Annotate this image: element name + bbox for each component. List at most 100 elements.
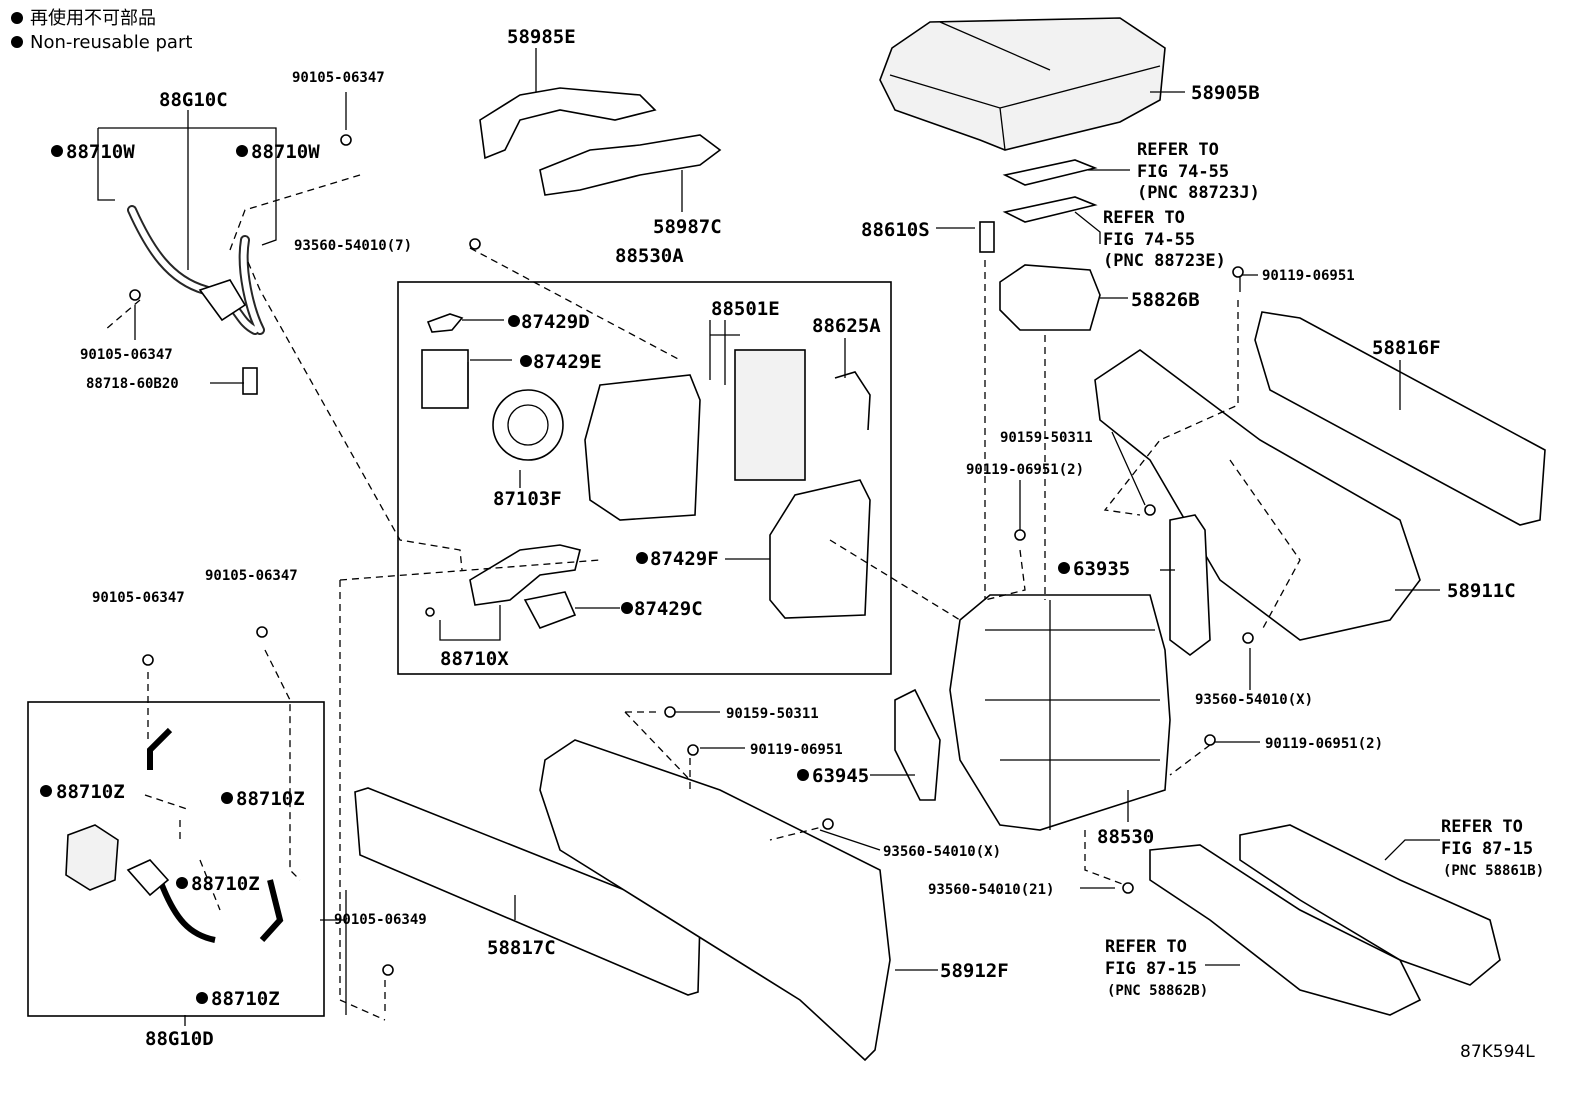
- callout-88710x[interactable]: 88710X: [440, 648, 509, 670]
- callout-90119-06951-m[interactable]: 90119-06951: [750, 742, 843, 758]
- evaporator-88501e-drawing: [734, 349, 806, 481]
- callout-87429c[interactable]: 87429C: [634, 598, 703, 620]
- callout-90105-06347-left[interactable]: 90105-06347: [80, 347, 173, 363]
- non-reusable-dot-icon: [11, 36, 23, 48]
- callout-58816f[interactable]: 58816F: [1372, 337, 1441, 359]
- callout-90119-06951-r[interactable]: 90119-06951: [1262, 268, 1355, 284]
- svg-text:(PNC 88723J): (PNC 88723J): [1137, 183, 1260, 203]
- seal-87429d-drawing: [426, 313, 464, 333]
- svg-text:FIG 74-55: FIG 74-55: [1137, 162, 1229, 182]
- non-reusable-dot-icon: [508, 315, 520, 327]
- bolt-icon: [1144, 504, 1156, 516]
- callout-58905b[interactable]: 58905B: [1191, 82, 1260, 104]
- duct-58861b-drawing: [1239, 824, 1501, 986]
- bolt-icon: [142, 654, 154, 666]
- callout-90105-06347-top[interactable]: 90105-06347: [292, 70, 385, 86]
- svg-text:REFER TO: REFER TO: [1441, 817, 1523, 837]
- callout-88g10c[interactable]: 88G10C: [159, 89, 228, 111]
- bolt-icon: [256, 626, 268, 638]
- reference-notes: REFER TO FIG 74-55 (PNC 88723J) REFER TO…: [1103, 140, 1544, 999]
- bolt-icon: [664, 706, 676, 718]
- svg-text:(PNC 58862B): (PNC 58862B): [1107, 983, 1208, 999]
- reference-88723j[interactable]: REFER TO FIG 74-55 (PNC 88723J): [1137, 140, 1260, 203]
- fasteners: [129, 134, 1254, 976]
- bolt-icon: [822, 818, 834, 830]
- callout-88710z-b[interactable]: 88710Z: [236, 788, 305, 810]
- legend-line-2: Non-reusable part: [30, 32, 192, 53]
- callout-88710z-c[interactable]: 88710Z: [191, 873, 260, 895]
- callout-63935[interactable]: 63935: [1073, 558, 1130, 580]
- bolt-icon: [469, 238, 481, 250]
- bolt-icon: [687, 744, 699, 756]
- reference-58861b[interactable]: REFER TO FIG 87-15 (PNC 58861B): [1441, 817, 1544, 879]
- callout-90159-50311-r[interactable]: 90159-50311: [1000, 430, 1093, 446]
- bolt-icon: [129, 289, 141, 301]
- blower-87103f-drawing: [492, 389, 564, 461]
- callout-88625a[interactable]: 88625A: [812, 315, 881, 337]
- non-reusable-dot-icon: [40, 785, 52, 797]
- callout-87103f[interactable]: 87103F: [493, 488, 562, 510]
- callout-87429e[interactable]: 87429E: [533, 351, 602, 373]
- callout-93560-54010-x-m[interactable]: 93560-54010(X): [883, 844, 1001, 860]
- callout-87429f[interactable]: 87429F: [650, 548, 719, 570]
- svg-text:(PNC 58861B): (PNC 58861B): [1443, 863, 1544, 879]
- callout-88g10d[interactable]: 88G10D: [145, 1028, 214, 1050]
- callout-58817c[interactable]: 58817C: [487, 937, 556, 959]
- callout-88718-60b20[interactable]: 88718-60B20: [86, 376, 179, 392]
- insulator-87429c-drawing: [523, 591, 577, 629]
- callout-63945[interactable]: 63945: [812, 765, 869, 787]
- callout-90119-06951-2a[interactable]: 90119-06951(2): [966, 462, 1084, 478]
- callout-90105-06349[interactable]: 90105-06349: [334, 912, 427, 928]
- callout-88710z-d[interactable]: 88710Z: [211, 988, 280, 1010]
- seal-87429f-drawing: [769, 479, 871, 619]
- reference-58862b[interactable]: REFER TO FIG 87-15 (PNC 58862B): [1105, 937, 1208, 999]
- hvac-unit-88530-drawing: [949, 594, 1171, 831]
- assembly-88530a-frame: [397, 281, 892, 675]
- callout-88610s[interactable]: 88610S: [861, 219, 930, 241]
- sensor-88610s-drawing: [979, 221, 995, 253]
- pipe-88625a-drawing: [834, 371, 871, 431]
- legend-line-1: 再使用不可部品: [30, 8, 156, 29]
- non-reusable-dot-icon: [636, 552, 648, 564]
- callout-88710w-a[interactable]: 88710W: [66, 141, 135, 163]
- bracket-58985e-drawing: [479, 87, 657, 160]
- callout-58987c[interactable]: 58987C: [653, 216, 722, 238]
- callouts: 58985E 58987C 58905B 88G10C 88710W 88710…: [56, 26, 1516, 1050]
- callout-93560-54010-21[interactable]: 93560-54010(21): [928, 882, 1054, 898]
- callout-93560-54010-7[interactable]: 93560-54010(7): [294, 238, 412, 254]
- pad-63945-drawing: [894, 688, 941, 801]
- callout-90105-06347-low[interactable]: 90105-06347: [92, 590, 185, 606]
- callout-88501e[interactable]: 88501E: [711, 298, 780, 320]
- callout-58826b[interactable]: 58826B: [1131, 289, 1200, 311]
- non-reusable-dot-icon: [621, 602, 633, 614]
- callout-88530[interactable]: 88530: [1097, 826, 1154, 848]
- assembly-88g10d-frame: [27, 701, 325, 1017]
- callout-90119-06951-2b[interactable]: 90119-06951(2): [1265, 736, 1383, 752]
- callout-58912f[interactable]: 58912F: [940, 960, 1009, 982]
- non-reusable-dot-icon: [11, 12, 23, 24]
- bolt-icon: [1242, 632, 1254, 644]
- callout-90159-50311-m[interactable]: 90159-50311: [726, 706, 819, 722]
- non-reusable-dot-icon: [236, 145, 248, 157]
- callout-87429d[interactable]: 87429D: [521, 311, 590, 333]
- bolt-icon: [1204, 734, 1216, 746]
- callout-58911c[interactable]: 58911C: [1447, 580, 1516, 602]
- reference-88723e[interactable]: REFER TO FIG 74-55 (PNC 88723E): [1103, 208, 1226, 271]
- callout-88710z-a[interactable]: 88710Z: [56, 781, 125, 803]
- console-lid-drawing: [879, 17, 1166, 151]
- non-reusable-dot-icon: [176, 877, 188, 889]
- non-reusable-dot-icon: [1058, 562, 1070, 574]
- callout-58985e[interactable]: 58985E: [507, 26, 576, 48]
- non-reusable-dot-icon: [51, 145, 63, 157]
- pad-88723e-drawing: [1002, 196, 1098, 223]
- non-reusable-dot-icon: [520, 355, 532, 367]
- callout-88710w-b[interactable]: 88710W: [251, 141, 320, 163]
- callout-88530a[interactable]: 88530A: [615, 245, 684, 267]
- callout-93560-54010-x-r[interactable]: 93560-54010(X): [1195, 692, 1313, 708]
- callout-90105-06347-mid[interactable]: 90105-06347: [205, 568, 298, 584]
- panel-58912f-drawing: [539, 739, 891, 1062]
- hose-88g10c-drawing: [127, 205, 265, 335]
- svg-text:FIG 74-55: FIG 74-55: [1103, 230, 1195, 250]
- svg-text:REFER TO: REFER TO: [1137, 140, 1219, 160]
